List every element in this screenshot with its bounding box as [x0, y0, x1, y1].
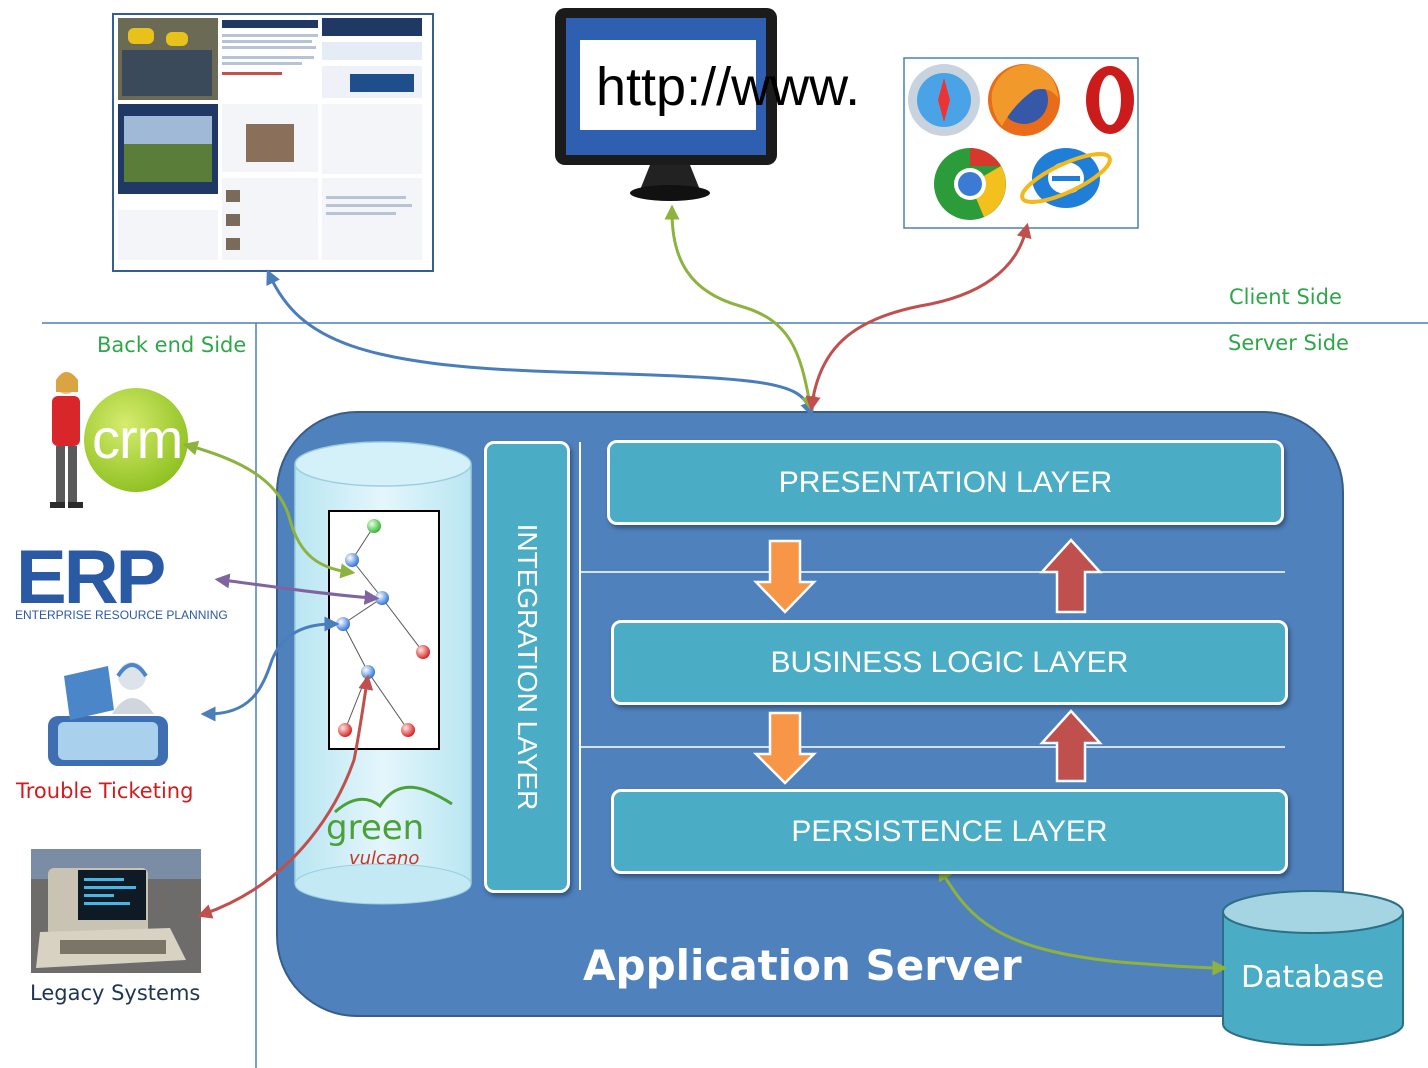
- website-screenshot: [112, 13, 434, 272]
- erp-subtitle: ENTERPRISE RESOURCE PLANNING: [15, 608, 228, 622]
- client-side-label: Client Side: [1229, 285, 1342, 309]
- integration-layer: INTEGRATION LAYER: [484, 441, 570, 893]
- database-label: Database: [1241, 960, 1385, 995]
- engine-logo-line1: green: [326, 808, 425, 848]
- down-arrow-1: [753, 539, 817, 614]
- database-cylinder: [1222, 890, 1404, 1046]
- monitor-connector: [664, 204, 817, 412]
- integration-layer-label: INTEGRATION LAYER: [512, 523, 543, 811]
- crm-logo: [50, 372, 188, 508]
- erp-connector: [214, 573, 380, 605]
- graph-icon: [328, 510, 440, 750]
- website-connector: [266, 269, 815, 418]
- business-logic-layer: BUSINESS LOGIC LAYER: [611, 620, 1288, 705]
- crm-logo-text: crm: [92, 407, 183, 470]
- up-arrow-2: [1039, 709, 1103, 783]
- server-side-label: Server Side: [1228, 331, 1349, 355]
- browser-logos: [903, 57, 1139, 229]
- down-arrow-2: [752, 711, 818, 785]
- url-text: http://www.: [596, 57, 861, 117]
- erp-logo-text: ERP: [16, 535, 166, 620]
- legacy-connector: [196, 674, 374, 919]
- back-end-side-label: Back end Side: [97, 333, 247, 357]
- legacy-systems-label: Legacy Systems: [30, 981, 201, 1005]
- database-connector: [938, 865, 1228, 976]
- up-arrow-1: [1039, 538, 1103, 614]
- application-server-title: Application Server: [583, 941, 1022, 990]
- legacy-terminal-photo: [31, 849, 201, 973]
- monitor-icon: [555, 8, 777, 201]
- trouble-ticketing-label: Trouble Ticketing: [16, 779, 194, 803]
- engine-logo-line2: vulcano: [349, 848, 420, 869]
- crm-connector: [182, 440, 356, 579]
- browsers-connector: [805, 222, 1032, 412]
- helpdesk-icon: [48, 662, 168, 766]
- presentation-layer: PRESENTATION LAYER: [607, 440, 1284, 525]
- persistence-layer: PERSISTENCE LAYER: [611, 789, 1288, 874]
